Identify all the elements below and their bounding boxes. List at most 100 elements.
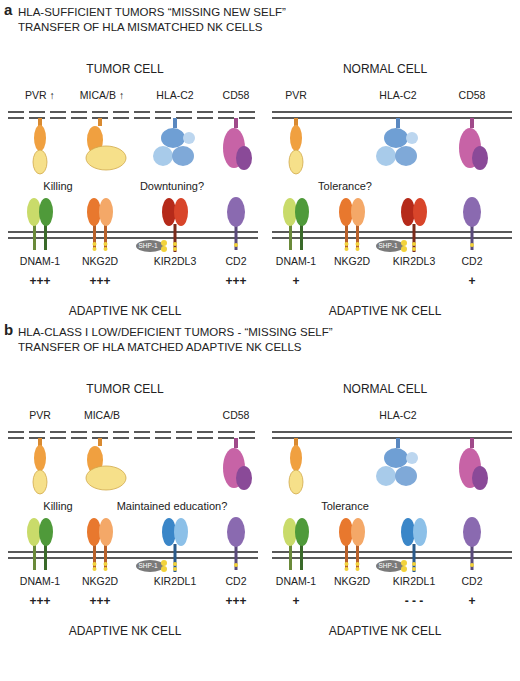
dnam-receptor xyxy=(283,198,309,250)
cell-label: TUMOR CELL xyxy=(86,63,163,76)
activity-score: +++ xyxy=(89,275,110,288)
nkg2d-receptor xyxy=(339,518,365,571)
ligand-label: PVR xyxy=(29,410,51,422)
receptor-label: NKG2D xyxy=(82,576,118,588)
receptor-label: CD2 xyxy=(461,576,482,588)
activity-score: + xyxy=(468,595,475,608)
dnam-receptor xyxy=(27,518,53,570)
panel-heading: TRANSFER OF HLA MISMATCHED NK CELLS xyxy=(18,21,263,34)
mica-ligand xyxy=(86,118,126,170)
outcome-note: Killing xyxy=(43,500,72,512)
receptor-label: DNAM-1 xyxy=(276,576,316,588)
pvr-ligand xyxy=(33,118,47,174)
normal-membrane xyxy=(272,111,512,112)
ligand-label: MICA/B xyxy=(84,410,120,422)
activity-score: + xyxy=(468,275,475,288)
nk-membrane xyxy=(272,557,512,558)
panel-letter: b xyxy=(4,322,13,339)
cell-label: NORMAL CELL xyxy=(343,383,427,396)
cd2-receptor xyxy=(463,517,481,570)
outcome-note: Tolerance? xyxy=(318,180,372,192)
outcome-note: Maintained education? xyxy=(117,500,228,512)
normal-membrane xyxy=(272,117,512,118)
panel-heading: HLA-SUFFICIENT TUMORS “MISSING NEW SELF” xyxy=(18,6,286,19)
cell-label: ADAPTIVE NK CELL xyxy=(329,625,442,638)
shp-blob xyxy=(136,240,167,252)
tumor-membrane xyxy=(8,437,258,438)
activity-score: - - - xyxy=(405,595,424,608)
receptor-label: CD2 xyxy=(225,576,246,588)
activity-score: + xyxy=(292,275,299,288)
shp-label: SHP-1 xyxy=(138,242,157,249)
activity-score: +++ xyxy=(225,595,246,608)
dnam-receptor xyxy=(283,518,309,570)
ligand-label: PVR xyxy=(285,90,307,102)
ligand-label: CD58 xyxy=(459,90,486,102)
hla-ligand xyxy=(376,118,418,166)
shp-blob xyxy=(136,560,167,572)
hla-ligand xyxy=(153,118,195,166)
pvr-ligand xyxy=(289,438,303,494)
cd58-ligand xyxy=(223,118,252,170)
receptor-label: CD2 xyxy=(461,256,482,268)
nk-membrane xyxy=(272,231,512,232)
outcome-note: Downtuning? xyxy=(140,180,204,192)
receptor-label: KIR2DL1 xyxy=(393,576,436,588)
panel-letter: a xyxy=(4,2,12,19)
shp-blob xyxy=(376,240,407,252)
ligand-label: CD58 xyxy=(223,410,250,422)
activity-score: +++ xyxy=(29,595,50,608)
nkg2d-receptor xyxy=(339,198,365,251)
normal-membrane xyxy=(272,437,512,438)
receptor-label: DNAM-1 xyxy=(20,256,60,268)
ligand-label: MICA/B ↑ xyxy=(80,90,124,102)
cd58-ligand xyxy=(459,438,488,490)
activity-score: +++ xyxy=(225,275,246,288)
activity-score: +++ xyxy=(29,275,50,288)
panel-b xyxy=(8,432,512,572)
outcome-note: Tolerance xyxy=(321,500,369,512)
ligand-label: HLA-C2 xyxy=(379,90,416,102)
pvr-ligand xyxy=(33,438,47,494)
tumor-membrane xyxy=(8,111,258,112)
tumor-membrane xyxy=(8,431,258,432)
hla-ligand xyxy=(376,438,418,486)
shp-blob xyxy=(376,560,407,572)
cd58-ligand xyxy=(459,118,488,170)
ligand-label: PVR ↑ xyxy=(25,90,55,102)
receptor-label: NKG2D xyxy=(334,576,370,588)
tumor-membrane xyxy=(8,117,258,118)
panel-heading: TRANSFER OF HLA MATCHED ADAPTIVE NK CELL… xyxy=(18,341,302,354)
outcome-note: Killing xyxy=(43,180,72,192)
nkg2d-receptor xyxy=(87,518,113,571)
cell-label: ADAPTIVE NK CELL xyxy=(69,305,182,318)
cell-label: ADAPTIVE NK CELL xyxy=(69,625,182,638)
pvr-ligand xyxy=(289,118,303,174)
mica-ligand xyxy=(86,438,126,490)
cd58-ligand xyxy=(223,438,252,490)
receptor-label: KIR2DL3 xyxy=(154,256,197,268)
receptor-label: NKG2D xyxy=(334,256,370,268)
activity-score: + xyxy=(292,595,299,608)
nk-membrane xyxy=(272,551,512,552)
receptor-label: NKG2D xyxy=(82,256,118,268)
shp-label: SHP-1 xyxy=(138,562,157,569)
cell-label: NORMAL CELL xyxy=(343,63,427,76)
ligand-label: CD58 xyxy=(223,90,250,102)
shp-label: SHP-1 xyxy=(378,562,397,569)
panel-heading: HLA-CLASS I LOW/DEFICIENT TUMORS - “MISS… xyxy=(18,326,333,339)
ligand-label: HLA-C2 xyxy=(156,90,193,102)
cell-label: TUMOR CELL xyxy=(86,383,163,396)
dnam-receptor xyxy=(27,198,53,250)
nk-membrane xyxy=(272,237,512,238)
cd2-receptor xyxy=(227,197,245,250)
receptor-label: KIR2DL3 xyxy=(393,256,436,268)
nkg2d-receptor xyxy=(87,198,113,251)
normal-membrane xyxy=(272,431,512,432)
cd2-receptor xyxy=(463,197,481,250)
receptor-label: DNAM-1 xyxy=(276,256,316,268)
shp-label: SHP-1 xyxy=(378,242,397,249)
panel-a xyxy=(8,112,512,252)
